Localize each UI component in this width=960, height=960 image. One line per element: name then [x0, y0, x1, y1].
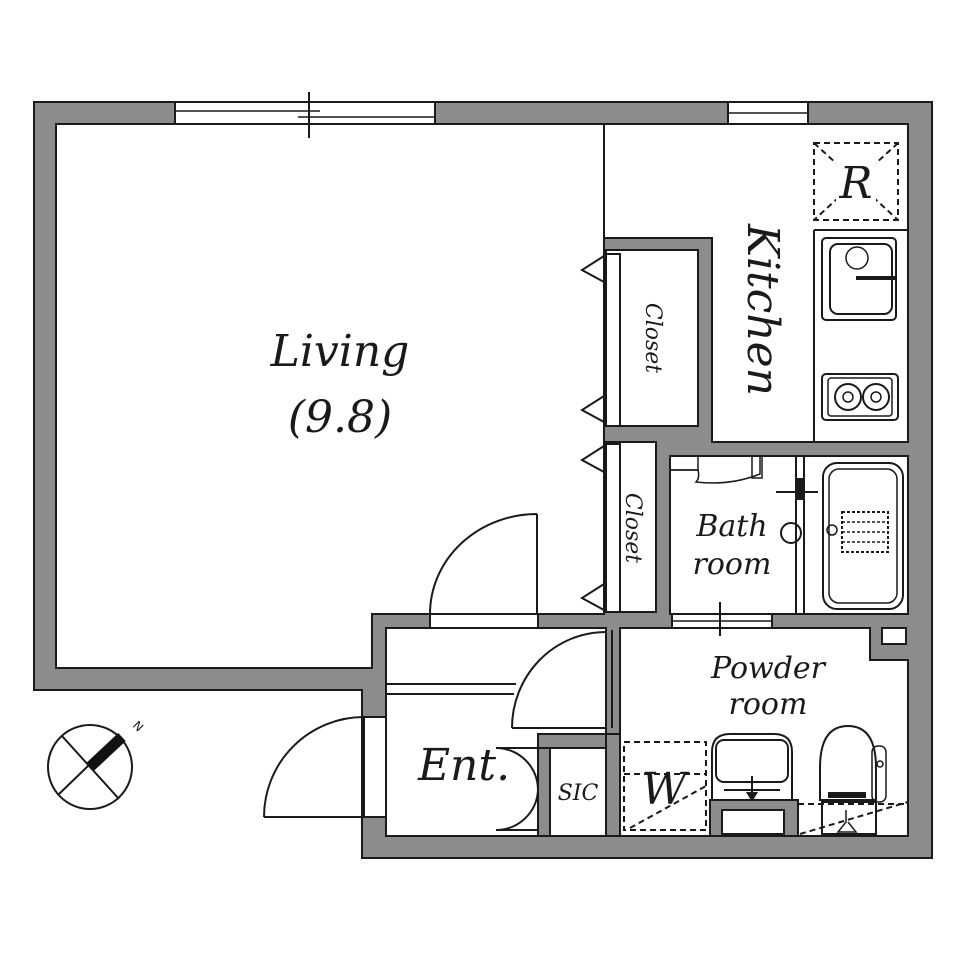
closet-lower-label: Closet	[620, 493, 645, 563]
washbasin	[709, 733, 799, 837]
powder-room-label-line2: room	[729, 687, 808, 722]
compass-north-label: N	[130, 718, 146, 734]
closet-door-markers	[580, 253, 621, 613]
entrance-label: Ent.	[417, 740, 510, 791]
bathtub-drain-grid-icon	[841, 511, 889, 553]
door-living-entry	[429, 513, 539, 629]
washer-label: W	[641, 764, 690, 815]
compass-north-icon: N	[47, 718, 146, 810]
toilet	[798, 724, 909, 835]
kitchen-label: Kitchen	[737, 223, 788, 396]
bathroom-label-line1: Bath	[695, 509, 767, 544]
window-kitchen	[727, 101, 809, 125]
shoe-closet-label: SIC	[558, 781, 599, 806]
closet-upper-label: Closet	[640, 303, 665, 373]
washer-space: W	[623, 741, 707, 831]
door-entrance-powder	[511, 630, 613, 729]
stove-burners	[821, 373, 899, 421]
kitchen-floor	[603, 123, 909, 443]
living-room-label: Living	[270, 326, 410, 377]
kitchen-sink	[821, 237, 897, 321]
window-bath-powder	[671, 602, 773, 636]
front-door	[263, 715, 387, 818]
window-living	[174, 92, 436, 138]
powder-room-label-line1: Powder	[710, 651, 827, 686]
bath-partition	[776, 455, 818, 615]
bathtub	[822, 462, 904, 610]
entrance-step	[386, 683, 516, 695]
living-room-area: (9.8)	[288, 392, 392, 443]
bathroom-label-line2: room	[693, 547, 772, 582]
shoe-closet-doors	[495, 747, 539, 832]
closet-upper-floor	[605, 249, 699, 427]
refrigerator-label: R	[838, 158, 872, 209]
refrigerator-space: R	[813, 142, 899, 221]
bath-vanity-counter	[669, 455, 763, 484]
